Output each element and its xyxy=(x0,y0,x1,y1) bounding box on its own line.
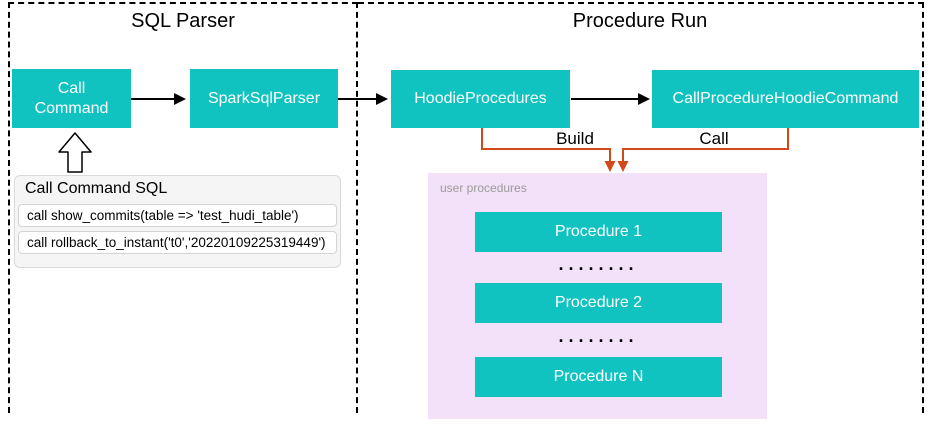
build-edge-label: Build xyxy=(556,129,594,148)
hoodie-procedures-node: HoodieProcedures xyxy=(391,70,570,128)
arrow-callcommand-to-parser xyxy=(131,98,174,100)
procedure-2-node: Procedure 2 xyxy=(475,283,722,323)
sql-row-show-commits: call show_commits(table => 'test_hudi_ta… xyxy=(18,204,337,227)
procedure-run-section: Procedure Run xyxy=(358,2,924,413)
sql-panel-header: Call Command SQL xyxy=(25,180,168,197)
spark-sql-parser-node: SparkSqlParser xyxy=(190,69,338,128)
arrow-hoodieprocedures-to-command xyxy=(571,98,638,100)
procedure-1-node: Procedure 1 xyxy=(475,212,722,252)
procedure-run-title: Procedure Run xyxy=(572,10,708,32)
sql-parser-section: SQL Parser xyxy=(8,2,358,413)
call-edge-label: Call xyxy=(699,129,729,148)
arrow-parser-to-hoodieprocedures xyxy=(338,98,376,100)
arrowhead-right-icon xyxy=(376,93,388,105)
hollow-up-arrow-icon xyxy=(58,132,92,173)
ellipsis-dots: ········ xyxy=(558,259,639,279)
sql-parser-title: SQL Parser xyxy=(131,10,235,32)
call-procedure-hoodie-command-node: CallProcedureHoodieCommand xyxy=(652,70,919,128)
arrowhead-right-icon xyxy=(638,93,650,105)
arrowhead-right-icon xyxy=(174,93,186,105)
call-command-sql-panel: Call Command SQL call show_commits(table… xyxy=(14,175,341,268)
procedure-n-node: Procedure N xyxy=(475,357,722,397)
user-procedures-label: user procedures xyxy=(440,181,527,195)
user-procedures-panel: user procedures Procedure 1 ········ Pro… xyxy=(428,173,767,419)
call-command-node: Call Command xyxy=(12,69,131,128)
ellipsis-dots: ········ xyxy=(558,331,639,351)
sql-row-rollback: call rollback_to_instant('t0','202201092… xyxy=(18,231,337,254)
